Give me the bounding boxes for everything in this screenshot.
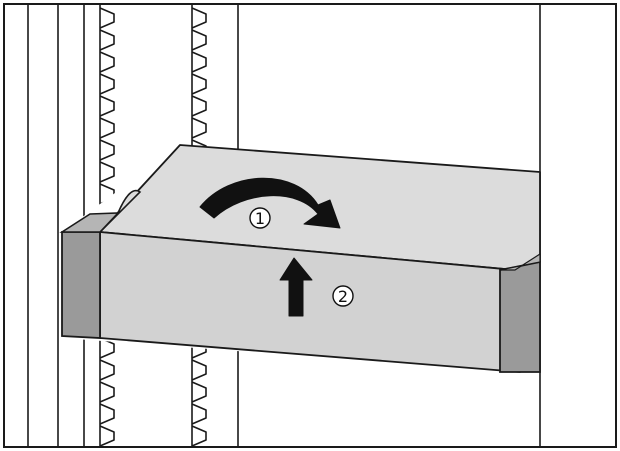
push-up-arrow-icon [279,257,313,317]
diagram-frame [3,3,617,448]
shelf-end-cap-right-top [499,252,541,271]
step-2-number: 2 [338,287,348,306]
shelf-end-cap-left-top [59,212,120,233]
step-1-badge: 1 [249,207,271,229]
rotate-arrow-icon [199,177,341,229]
step-1-number: 1 [255,209,265,228]
step-2-badge: 2 [332,285,354,307]
shelf-end-cap-left [61,231,101,339]
shelf-end-cap-right [499,260,541,373]
